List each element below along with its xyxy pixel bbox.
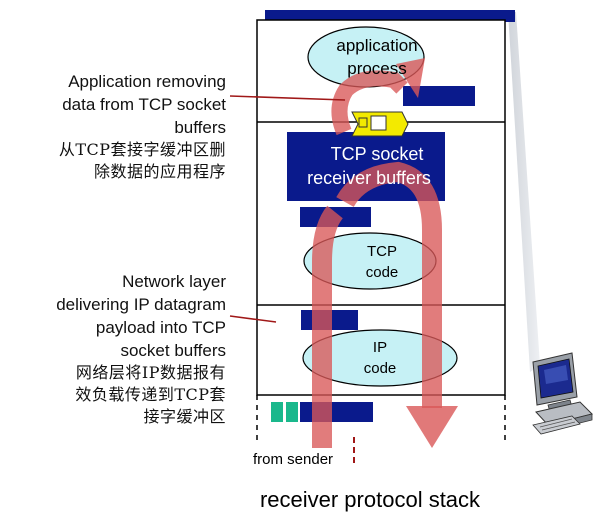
annotation-net-en-line-4: socket buffers <box>120 341 226 360</box>
annotation-net-en-line-3: payload into TCP <box>95 318 226 337</box>
tcp-code-label-2: code <box>366 264 399 281</box>
diagram-caption: receiver protocol stack <box>260 487 481 512</box>
ip-code-ellipse <box>302 329 458 387</box>
link-header-block-1 <box>271 402 283 422</box>
annotation-net-pointer <box>229 315 277 323</box>
from-sender-label: from sender <box>253 451 333 468</box>
link-header-block-2 <box>286 402 298 422</box>
annotation-network-delivering: Network layer delivering IP datagram pay… <box>0 270 226 428</box>
annotation-app-removing: Application removing data from TCP socke… <box>0 70 226 183</box>
annotation-app-en-line-2: data from TCP socket <box>62 95 226 114</box>
app-layer-segment <box>403 86 475 106</box>
application-process-label-2: process <box>347 59 407 78</box>
stack-top-bar <box>265 10 515 22</box>
incoming-segment <box>300 402 373 422</box>
ip-code-label-2: code <box>364 360 397 377</box>
annotation-app-pointer <box>229 95 346 101</box>
application-process-label-1: application <box>336 36 417 55</box>
ip-code-label-1: IP <box>373 339 387 356</box>
tcp-socket-label-2: receiver buffers <box>307 168 431 188</box>
computer-icon <box>532 352 593 435</box>
annotation-app-zh-line-2: 除数据的应用程序 <box>93 162 226 181</box>
annotation-net-zh-line-2: 效负载传递到TCP套 <box>75 385 226 404</box>
annotation-net-en-line-2: delivering IP datagram <box>56 295 226 314</box>
annotation-net-en-line-1: Network layer <box>122 272 226 291</box>
annotation-app-zh-line-1: 从TCP套接字缓冲区删 <box>58 140 226 159</box>
socket-slot-small <box>358 117 368 128</box>
app-read-arrow <box>331 70 408 136</box>
buffer-loop-arrowhead <box>406 406 458 448</box>
tcp-socket-label-1: TCP socket <box>331 144 424 164</box>
annotation-net-zh-line-1: 网络层将IP数据报有 <box>75 363 226 382</box>
tcp-code-label-1: TCP <box>367 243 397 260</box>
app-read-arrowhead <box>396 58 425 98</box>
annotation-net-zh-line-3: 接字缓冲区 <box>143 407 226 426</box>
buffer-loop-arrow-down <box>336 161 442 408</box>
annotation-app-en-line-3: buffers <box>174 118 226 137</box>
incoming-data-arrow-up <box>312 205 344 448</box>
annotation-app-en-line-1: Application removing <box>68 72 226 91</box>
perspective-beam <box>508 12 540 372</box>
socket-slot <box>370 115 387 131</box>
